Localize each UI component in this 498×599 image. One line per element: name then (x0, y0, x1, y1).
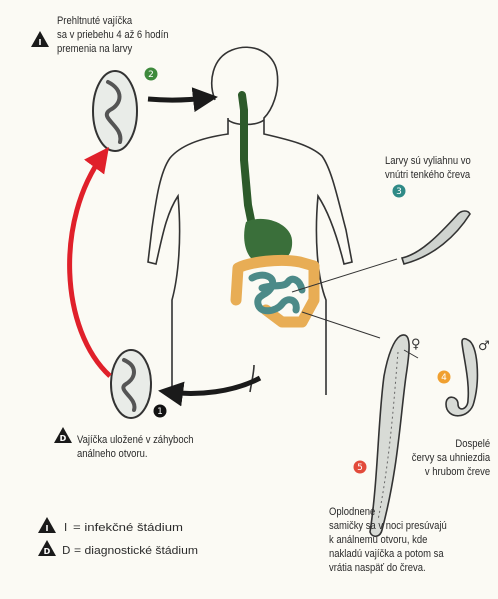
esophagus (242, 95, 252, 225)
larva-worm (402, 211, 470, 264)
legend-diagnostic-symbol: D (62, 544, 70, 557)
svg-text:3: 3 (396, 187, 402, 197)
legend-infective-text: = infekčné štádium (73, 522, 183, 534)
svg-text:D: D (44, 547, 51, 556)
arrow-anus-to-egg (168, 378, 260, 393)
svg-text:5: 5 (357, 463, 363, 473)
step-4-label: Dospelé červy sa uhniezdia v hrubom črev… (412, 437, 490, 479)
badge-step-5: 5 (354, 461, 367, 474)
arrow-egg-to-mouth (148, 98, 208, 100)
svg-text:2: 2 (148, 70, 154, 80)
step-5-label: Oplodnené samičky sa v noci presúvajú k … (329, 505, 447, 575)
egg-stage-1 (111, 350, 151, 418)
badge-step-1: 1 (154, 405, 167, 418)
legend: I I = infekčné štádium D D = diagnostick… (38, 517, 198, 557)
legend-infective-symbol: I (64, 521, 67, 534)
step-3-label: Larvy sú vyliahnu vo vnútri tenkého črev… (385, 154, 471, 182)
svg-text:1: 1 (157, 407, 163, 417)
small-intestine (252, 275, 302, 311)
arrow-red-cycle (70, 155, 110, 376)
svg-text:I: I (39, 38, 42, 47)
svg-text:4: 4 (441, 373, 447, 383)
digestive-tract (236, 95, 314, 322)
female-symbol: ♀ (411, 337, 421, 352)
step-2-label: Prehltnuté vajíčka sa v priebehu 4 až 6 … (57, 14, 169, 56)
male-symbol: ♂ (478, 339, 490, 354)
svg-text:D: D (60, 434, 67, 443)
legend-diagnostic-text: = diagnostické štádium (74, 545, 198, 557)
egg-stage-2 (93, 71, 137, 151)
stage-marker-diagnostic-step1: D (54, 427, 72, 443)
svg-text:I: I (46, 524, 49, 533)
step-badges: 1 2 3 4 5 (145, 68, 451, 474)
badge-step-3: 3 (393, 185, 406, 198)
badge-step-2: 2 (145, 68, 158, 81)
step-1-label: Vajíčka uložené v záhyboch análneho otvo… (77, 433, 194, 461)
stage-marker-infective-step2: I (31, 31, 49, 47)
legend-diagnostic: D D = diagnostické štádium (38, 540, 198, 557)
cycle-arrows (70, 98, 260, 393)
legend-infective: I I = infekčné štádium (38, 517, 183, 534)
adult-male-worm (446, 339, 477, 416)
badge-step-4: 4 (438, 371, 451, 384)
